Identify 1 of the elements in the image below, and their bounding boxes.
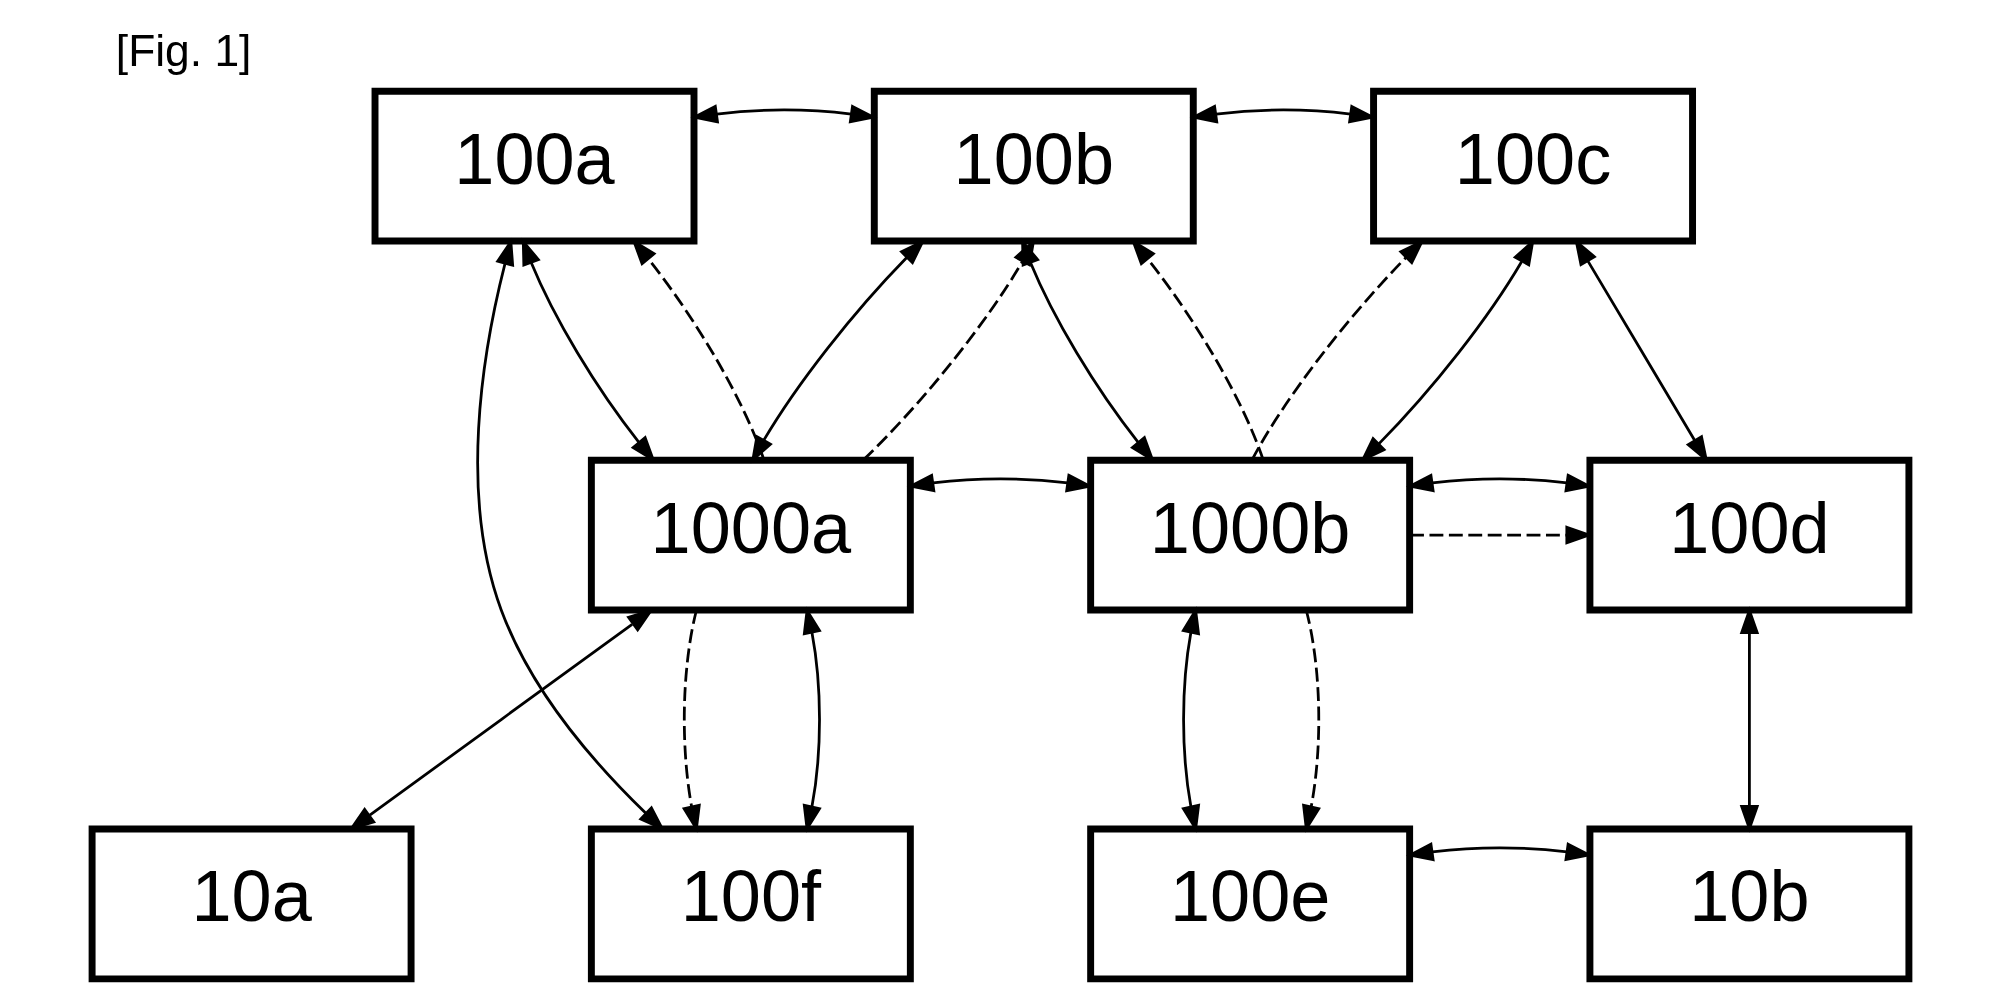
diagram-title: [Fig. 1] [115, 25, 252, 75]
